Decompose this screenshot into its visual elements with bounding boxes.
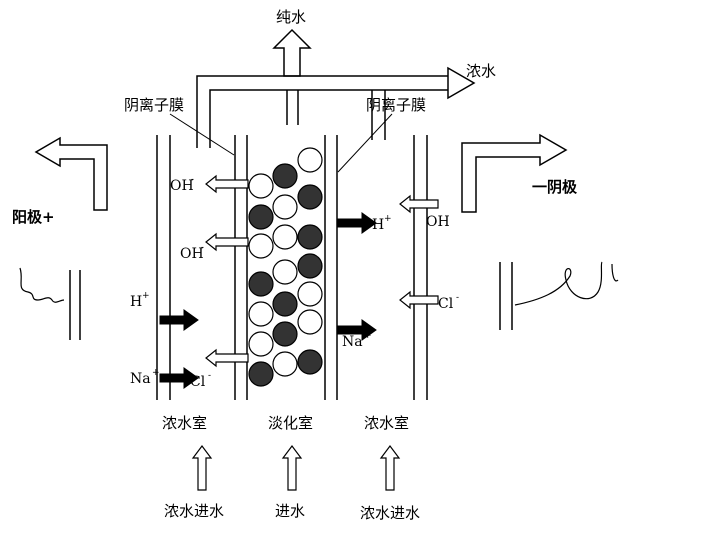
membrane-right-leader bbox=[337, 113, 393, 173]
ion-labels: OH - OH - H + Na + Cl - H + Na + OH Cl - bbox=[130, 175, 459, 390]
membrane-left-label: 阴离子膜 bbox=[124, 96, 184, 114]
chamber-center-label: 淡化室 bbox=[268, 414, 313, 432]
left-electrode-outlet-arrow bbox=[34, 136, 108, 211]
concentrate-outlet-label: 浓水 bbox=[466, 62, 496, 80]
ion-h-1: H bbox=[130, 294, 142, 310]
cation-arrows bbox=[159, 212, 377, 389]
cathode-label: 一阴极 bbox=[532, 178, 578, 196]
ion-oh-1-sup: - bbox=[191, 175, 194, 185]
ion-cl-1-sup: - bbox=[208, 371, 211, 381]
inlet-right-label: 浓水进水 bbox=[360, 504, 420, 522]
membrane-left-leader bbox=[169, 113, 235, 156]
cathode-electrode bbox=[499, 261, 619, 330]
ion-na-1: Na bbox=[130, 371, 151, 387]
ion-oh-3: OH bbox=[426, 214, 450, 230]
ion-na-2-sup: + bbox=[364, 331, 372, 341]
ion-oh-1: OH bbox=[170, 178, 194, 194]
anion-arrows-left bbox=[205, 174, 249, 368]
chamber-left-label: 浓水室 bbox=[162, 414, 207, 432]
inlet-center-label: 进水 bbox=[275, 502, 305, 520]
ion-oh-2-sup: - bbox=[201, 243, 204, 253]
anode-label: 阳极+ bbox=[12, 208, 55, 226]
anion-arrows-right bbox=[399, 194, 439, 310]
ion-h-2: H bbox=[372, 217, 384, 233]
ion-h-1-sup: + bbox=[142, 291, 150, 301]
pure-water-outlet-arrow bbox=[272, 28, 312, 77]
resin-beads bbox=[248, 147, 323, 387]
ion-na-2: Na bbox=[342, 334, 363, 350]
inlet-arrows bbox=[191, 445, 401, 491]
membrane-right-label: 阴离子膜 bbox=[366, 96, 426, 114]
inlet-left-label: 浓水进水 bbox=[164, 502, 224, 520]
right-electrode-outlet-arrow bbox=[461, 133, 568, 213]
concentrate-outlet-pipe bbox=[196, 66, 476, 148]
ion-na-1-sup: + bbox=[152, 368, 160, 378]
ion-cl-2: Cl bbox=[438, 296, 454, 312]
ion-h-2-sup: + bbox=[384, 214, 392, 224]
anode-electrode bbox=[19, 267, 81, 340]
pure-water-label: 纯水 bbox=[276, 8, 306, 26]
center-stub-pipes bbox=[286, 90, 386, 140]
ion-cl-2-sup: - bbox=[456, 293, 459, 303]
ion-cl-1: Cl bbox=[190, 374, 206, 390]
ion-oh-2: OH bbox=[180, 246, 204, 262]
chamber-right-label: 浓水室 bbox=[364, 414, 409, 432]
